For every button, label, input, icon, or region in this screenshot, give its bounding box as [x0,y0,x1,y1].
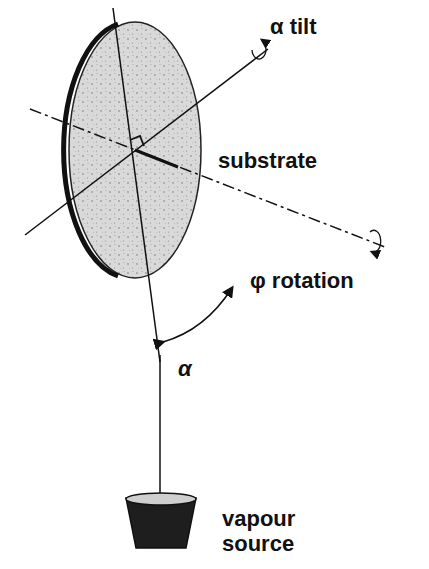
substrate-edge [64,24,118,276]
vapour-line [159,355,161,493]
rotation-label: φ rotation [250,268,354,293]
rotation-arrow [370,230,381,252]
alpha-arc [163,288,232,342]
substrate-line [113,8,160,362]
rotation-axis [30,109,385,247]
substrate-disc [69,22,201,278]
normal-stub [135,150,178,167]
tilt-label: α tilt [270,14,317,39]
tilt-arrow [252,40,266,59]
substrate-label: substrate [218,148,317,173]
angle-label: α [178,356,192,381]
right-angle-mark [130,136,144,146]
crucible-rim [126,493,196,505]
source-label: vapour source [222,506,317,556]
tilt-axis [25,49,268,235]
